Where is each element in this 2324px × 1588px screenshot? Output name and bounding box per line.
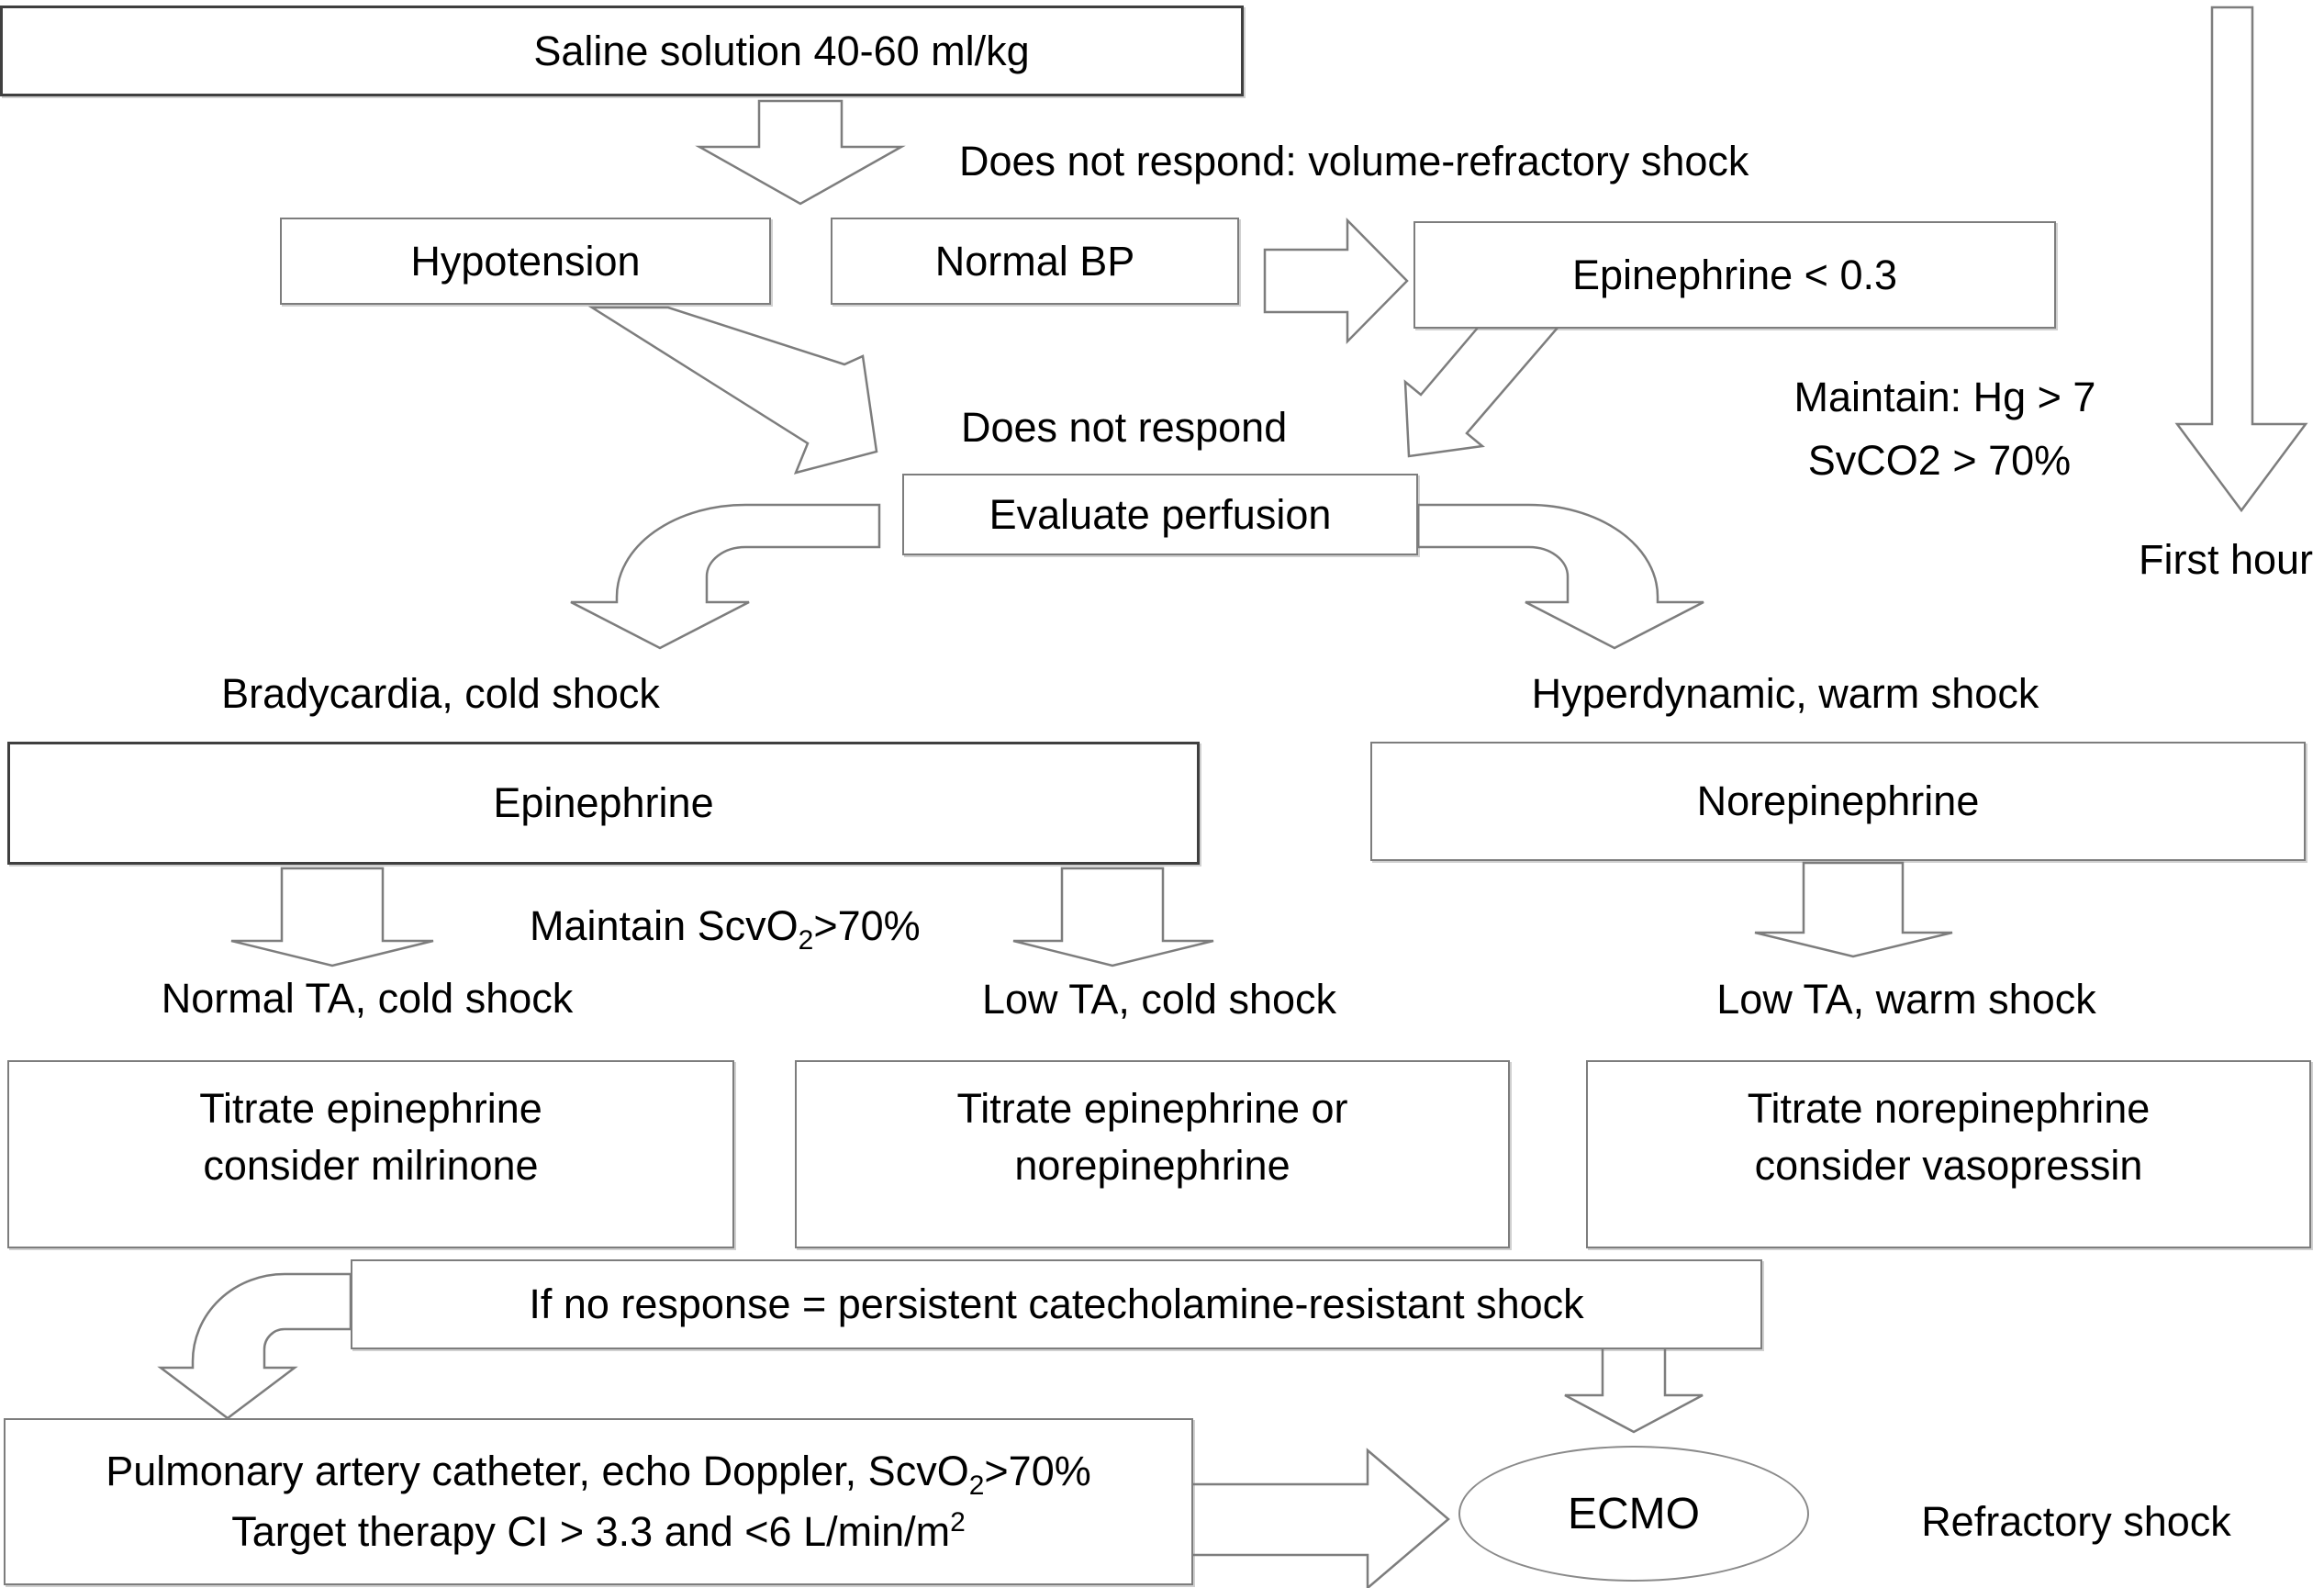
box-titrate-norepinephrine: Titrate norepinephrine consider vasopres… [1586,1060,2311,1248]
label-normal-ta-cold-shock: Normal TA, cold shock [161,975,574,1022]
arrow-no-response-left-elbow-icon [157,1272,352,1420]
pulmonary-line2-pre: Target therapy CI > 3.3 and <6 L/min/m [231,1508,951,1555]
box-titrate-epinephrine: Titrate epinephrine consider milrinone [7,1060,734,1248]
ellipse-ecmo-label: ECMO [1568,1489,1700,1538]
box-titrate-epi-or-norepinephrine: Titrate epinephrine or norepinephrine [795,1060,1510,1248]
maintain-scvo2-pre: Maintain ScvO [530,902,799,949]
label-first-hour: First hour [2139,536,2314,583]
label-volume-refractory-shock: Does not respond: volume-refractory shoc… [959,138,1749,185]
arrow-first-hour-down-icon [2174,6,2308,513]
label-low-ta-cold-shock: Low TA, cold shock [981,976,1337,1023]
label-hyperdynamic-warm-shock: Hyperdynamic, warm shock [1531,670,2039,717]
box-titrate-norepinephrine-line1: Titrate norepinephrine [1747,1084,2151,1132]
box-titrate-epi-or-norepinephrine-line1: Titrate epinephrine or [956,1084,1348,1132]
pulmonary-line1-sub: 2 [968,1471,985,1501]
box-normal-bp: Normal BP [831,218,1239,305]
pulmonary-line1-pre: Pulmonary artery catheter, echo Doppler,… [106,1448,969,1494]
arrow-saline-down-icon [695,99,906,206]
box-hypotension-label: Hypotension [410,237,641,285]
arrow-hypotension-diagonal-icon [587,306,878,475]
arrow-to-ecmo-down-icon [1564,1343,1704,1434]
box-titrate-norepinephrine-line2: consider vasopressin [1754,1141,2143,1189]
box-evaluate-perfusion-label: Evaluate perfusion [989,490,1332,538]
box-norepinephrine-label: Norepinephrine [1696,777,1980,824]
box-epinephrine-low-dose-label: Epinephrine < 0.3 [1571,251,1898,298]
box-saline-solution-label: Saline solution 40-60 ml/kg [533,27,1030,74]
arrow-normalbp-right-icon [1263,217,1409,345]
box-epinephrine: Epinephrine [7,742,1200,865]
box-titrate-epi-or-norepinephrine-line2: norepinephrine [1014,1141,1290,1189]
arrow-maintain-down-icon [1012,867,1214,967]
box-norepinephrine: Norepinephrine [1370,742,2306,861]
box-epinephrine-label: Epinephrine [493,779,714,826]
box-epinephrine-low-dose: Epinephrine < 0.3 [1413,221,2056,329]
arrow-norepinephrine-down-icon [1754,861,1953,958]
box-if-no-response: If no response = persistent catecholamin… [351,1259,1762,1349]
label-svco2: SvCO2 > 70% [1807,437,2072,484]
label-maintain-hg: Maintain: Hg > 7 [1793,374,2096,420]
label-maintain-scvo2: Maintain ScvO2>70% [530,902,921,955]
pulmonary-line1-post: >70% [984,1448,1091,1494]
box-if-no-response-label: If no response = persistent catecholamin… [529,1280,1584,1327]
box-normal-bp-label: Normal BP [934,237,1135,285]
arrow-evaluate-left-elbow-icon [570,503,881,650]
box-pulmonary-catheter-line1: Pulmonary artery catheter, echo Doppler,… [106,1441,1091,1502]
box-saline-solution: Saline solution 40-60 ml/kg [0,6,1244,96]
label-bradycardia-cold-shock: Bradycardia, cold shock [221,670,660,717]
label-refractory-shock: Refractory shock [1921,1498,2231,1545]
maintain-scvo2-post: >70% [813,902,921,949]
label-low-ta-warm-shock: Low TA, warm shock [1716,976,2096,1023]
pulmonary-line2-sup: 2 [950,1507,966,1538]
box-evaluate-perfusion: Evaluate perfusion [902,474,1418,555]
box-pulmonary-catheter: Pulmonary artery catheter, echo Doppler,… [4,1418,1193,1585]
ellipse-ecmo: ECMO [1458,1446,1809,1582]
box-titrate-epinephrine-line2: consider milrinone [203,1141,539,1189]
arrow-evaluate-right-elbow-icon [1416,503,1704,650]
box-hypotension: Hypotension [280,218,771,305]
arrow-epinephrine-down-icon [230,867,434,967]
box-pulmonary-catheter-line2: Target therapy CI > 3.3 and <6 L/min/m2 [231,1502,966,1562]
box-titrate-epinephrine-line1: Titrate epinephrine [199,1084,542,1132]
arrow-pulmonary-to-ecmo-icon [1187,1448,1450,1588]
label-does-not-respond: Does not respond [961,404,1288,451]
arrow-epinephrine-low-diagonal-icon [1403,326,1560,458]
maintain-scvo2-sub: 2 [798,925,814,956]
